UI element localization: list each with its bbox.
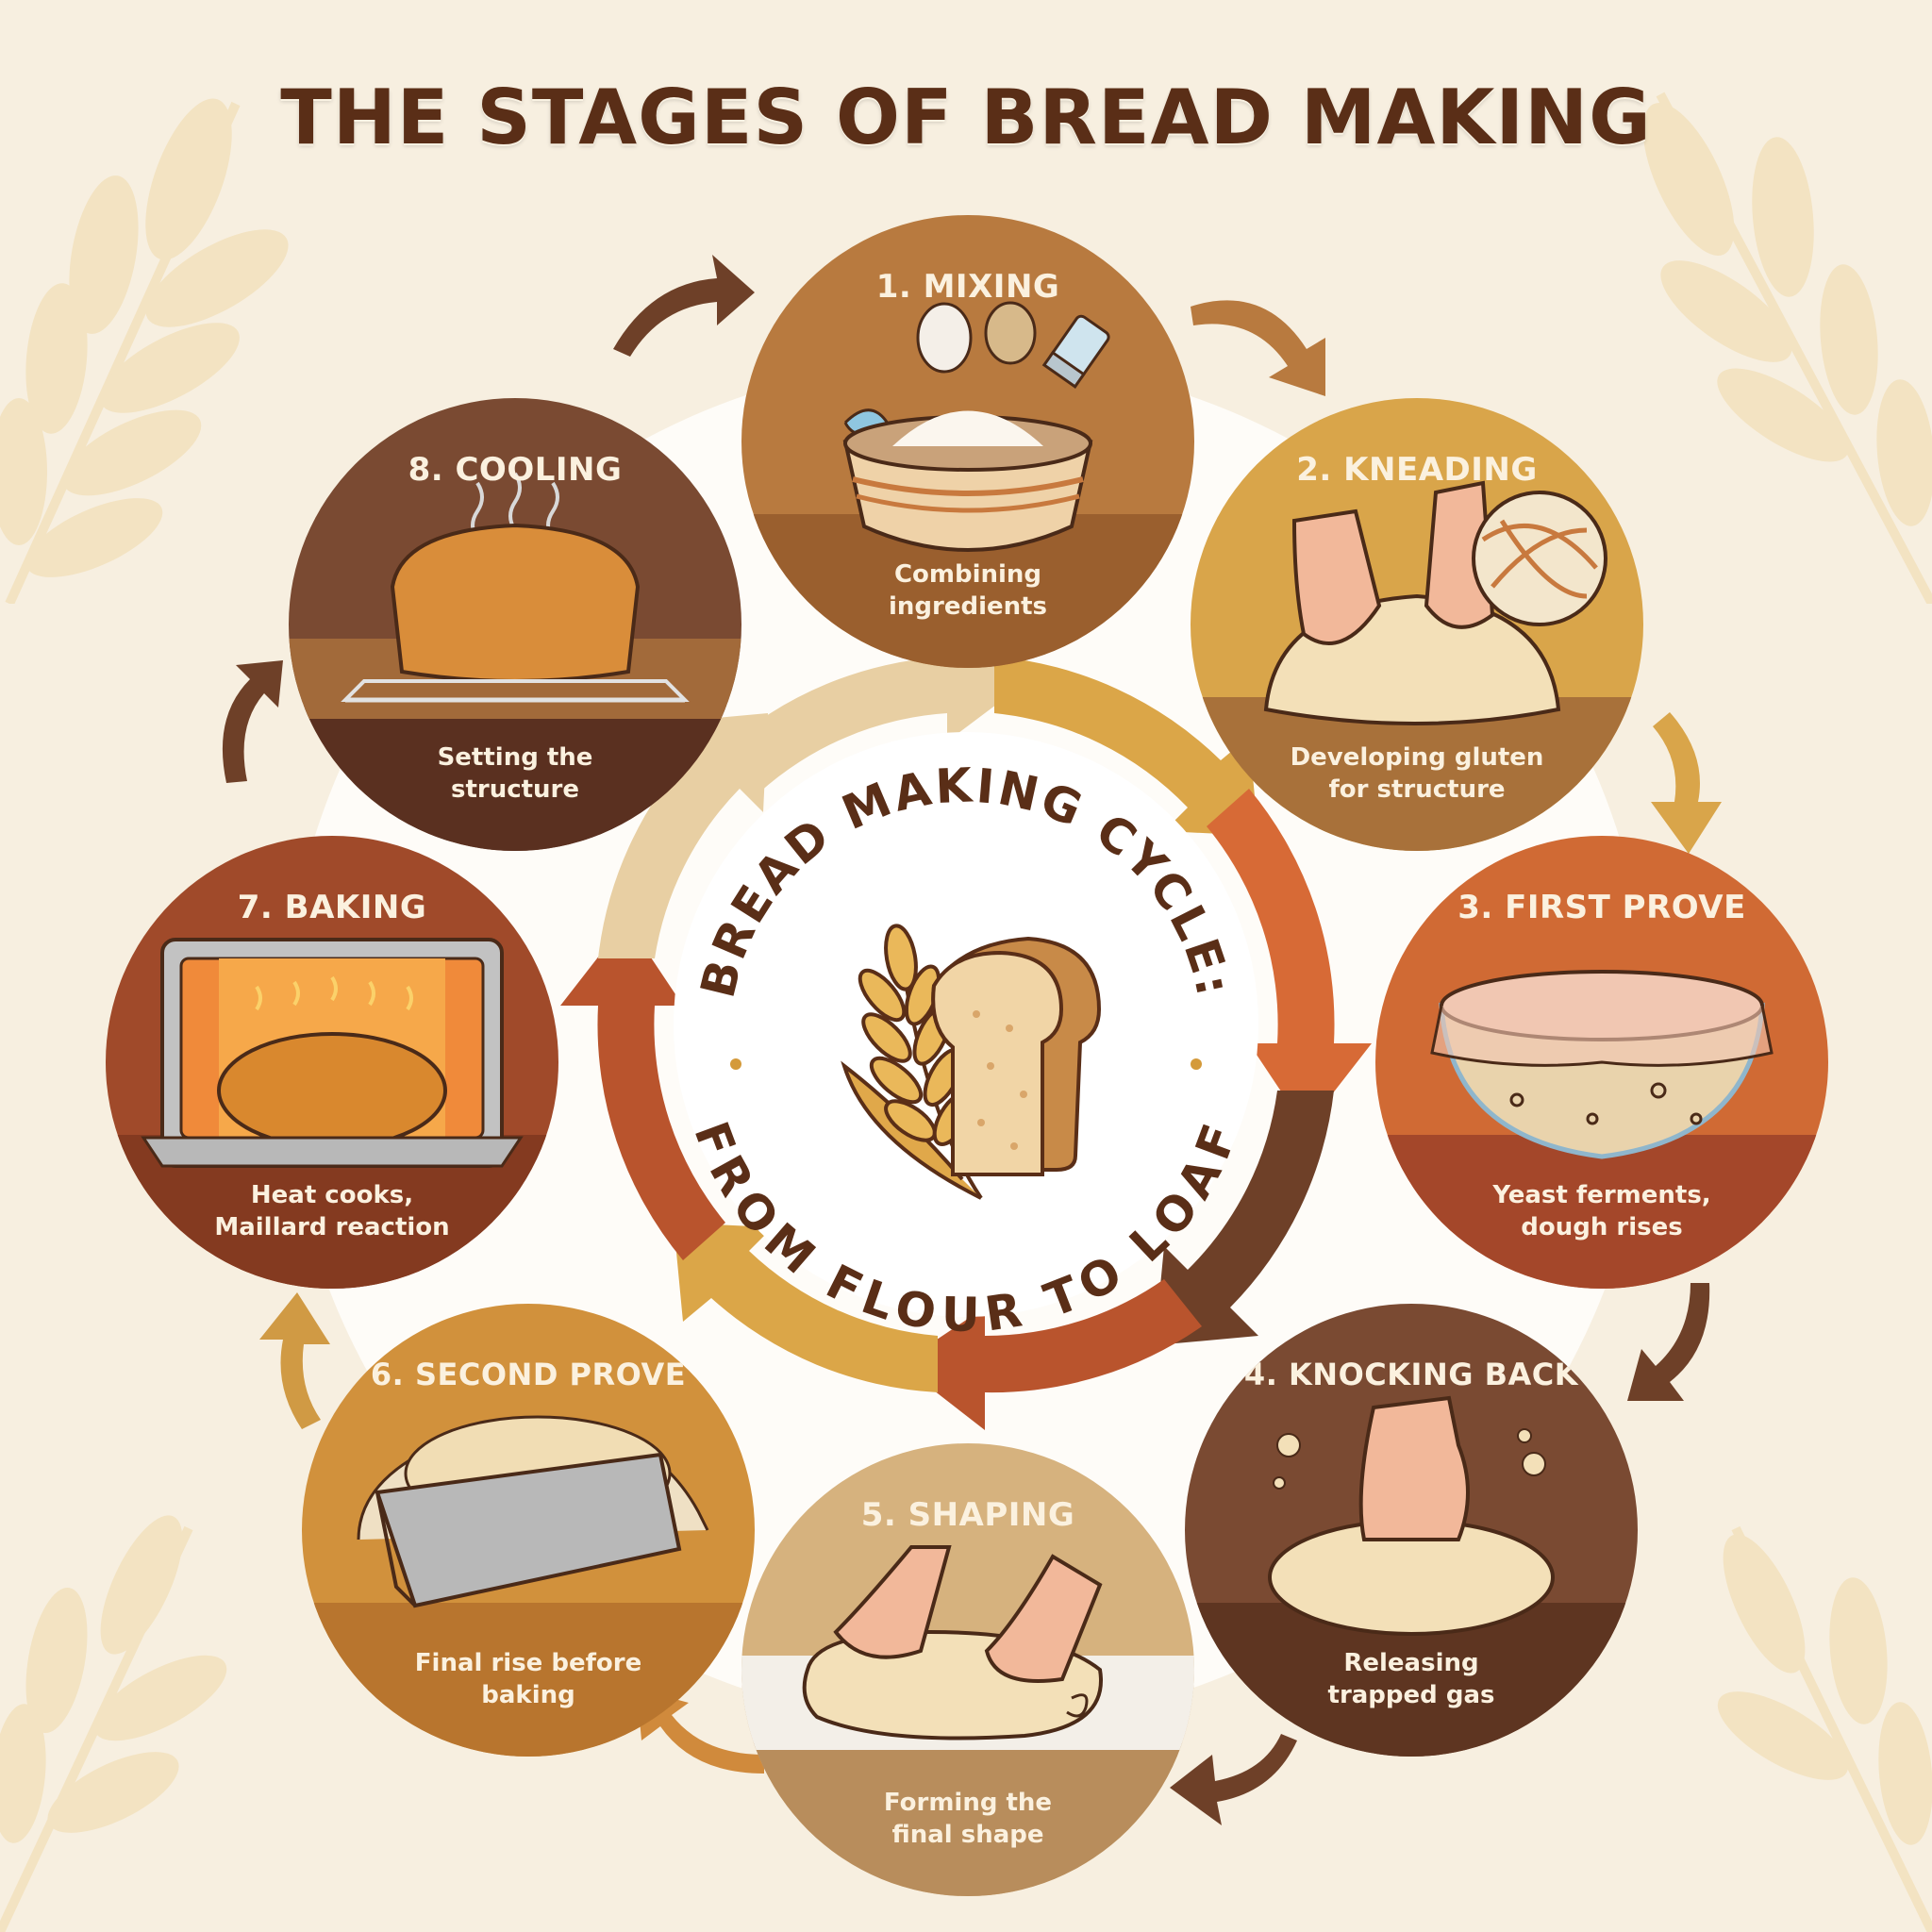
stage-description: Yeast ferments,dough rises xyxy=(1492,1181,1711,1241)
stage-title: 2. KNEADING xyxy=(1296,451,1538,489)
outer-arrow-2-to-3 xyxy=(1651,712,1722,854)
ring-arrow-7 xyxy=(560,921,725,1260)
ring-arrow-5 xyxy=(900,1279,1202,1430)
outer-arrow-1-to-2 xyxy=(1191,300,1325,396)
cooling-rack-icon xyxy=(341,472,690,703)
outer-arrow-8-to-1 xyxy=(613,255,755,357)
ring-arrow-6 xyxy=(674,1223,938,1392)
center-dot-left xyxy=(730,1058,741,1070)
stage-title: 8. COOLING xyxy=(408,451,623,489)
stage-title: 7. BAKING xyxy=(237,889,427,926)
outer-arrow-7-to-8 xyxy=(222,660,283,783)
oven-icon xyxy=(141,938,524,1168)
wheat-icon xyxy=(841,924,983,1200)
stage-3-first-prove: 3. FIRST PROVE Yeast ferments,dough rise… xyxy=(1375,836,1828,1289)
kneading-hands-icon xyxy=(1263,480,1607,725)
page-title: THE STAGES OF BREAD MAKING xyxy=(280,74,1652,161)
ring-arrow-4 xyxy=(1155,1091,1334,1345)
stage-description: Heat cooks,Maillard reaction xyxy=(214,1181,450,1241)
outer-arrow-3-to-4 xyxy=(1627,1283,1710,1401)
shaping-hands-icon xyxy=(802,1545,1103,1740)
fist-dough-icon xyxy=(1268,1395,1555,1636)
stage-title: 1. MIXING xyxy=(875,268,1060,306)
stage-title: 4. KNOCKING BACK xyxy=(1243,1357,1579,1392)
center-dot-right xyxy=(1191,1058,1202,1070)
ring-arrow-3 xyxy=(1207,789,1372,1128)
mixing-bowl-icon xyxy=(842,301,1110,552)
stage-7-baking: 7. BAKING Heat cooks,Maillard reaction xyxy=(106,836,558,1289)
stage-title: 3. FIRST PROVE xyxy=(1457,889,1746,926)
stage-title: 6. SECOND PROVE xyxy=(370,1357,687,1392)
bread-slice-icon xyxy=(931,936,1102,1176)
stage-title: 5. SHAPING xyxy=(860,1496,1075,1534)
outer-arrow-4-to-5 xyxy=(1170,1734,1297,1825)
outer-arrow-6-to-7 xyxy=(259,1292,330,1429)
covered-bowl-icon xyxy=(1430,970,1774,1159)
loaf-tin-icon xyxy=(357,1415,709,1608)
